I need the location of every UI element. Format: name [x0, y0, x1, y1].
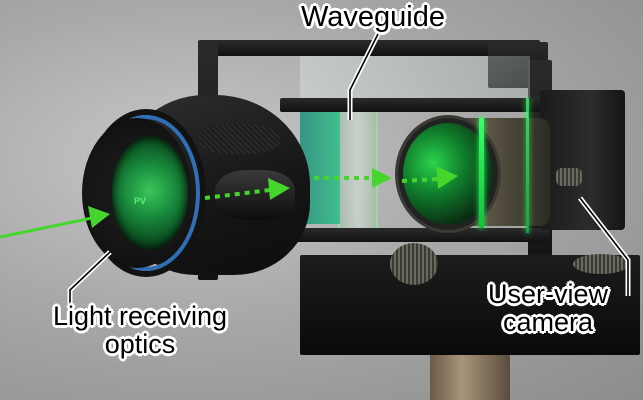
camera-body	[540, 90, 625, 230]
dotted-beam-arrow-icon-2	[314, 168, 392, 188]
waveguide-glow-edge	[479, 118, 484, 228]
optics-callout-line	[67, 250, 112, 305]
bracket-knob-right	[573, 254, 629, 274]
incoming-beam-arrow-icon	[0, 206, 110, 239]
frame-lower-rail	[280, 228, 550, 242]
glass-panel	[300, 56, 530, 101]
waveguide-callout-line	[347, 28, 383, 120]
eyepiece-logo: PV	[134, 196, 147, 206]
tripod-post	[430, 355, 510, 400]
housing-slot-top	[198, 124, 280, 154]
user-view-camera-label: User-view camera	[487, 279, 608, 338]
dotted-beam-arrow-icon-1	[204, 178, 290, 200]
waveguide-glow-edge-right	[526, 98, 529, 233]
camera-thumbscrew	[556, 168, 582, 186]
dotted-beam-arrow-icon-3	[401, 166, 458, 189]
eyepiece-green-lens	[112, 136, 188, 250]
waveguide-slab	[338, 112, 378, 228]
camera-callout-line	[578, 196, 631, 296]
waveguide-label: Waveguide	[300, 1, 445, 33]
light-receiving-optics-label: Light receiving optics	[52, 301, 228, 360]
bracket-knob-left	[390, 243, 438, 285]
frame-upper-rail	[280, 98, 540, 112]
